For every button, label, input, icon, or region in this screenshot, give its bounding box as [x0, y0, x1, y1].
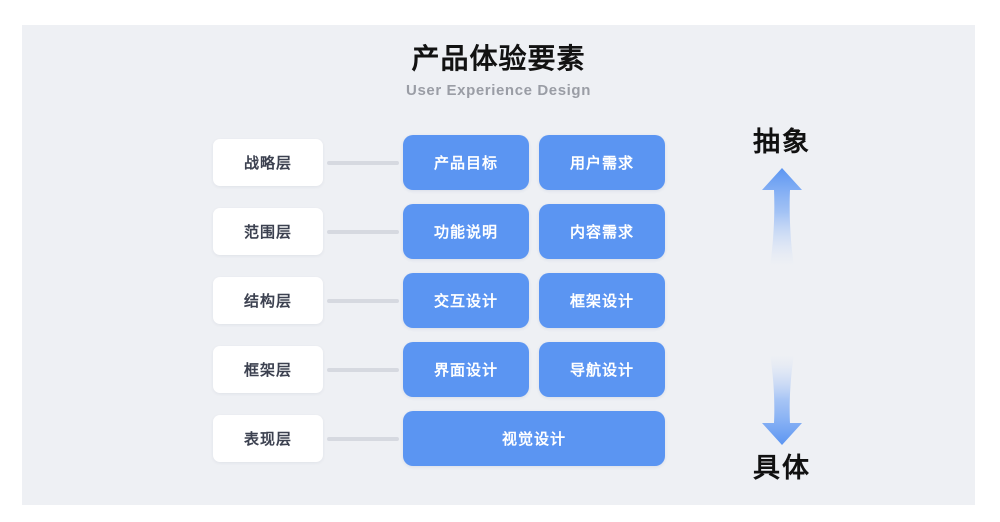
layer-cards: 产品目标 用户需求 [403, 135, 665, 190]
layer-pill-strategy[interactable]: 战略层 [213, 139, 323, 186]
card-interaction-design[interactable]: 交互设计 [403, 273, 529, 328]
layer-pill-structure[interactable]: 结构层 [213, 277, 323, 324]
layer-pill-skeleton[interactable]: 框架层 [213, 346, 323, 393]
connector-line [327, 298, 399, 303]
card-label: 视觉设计 [501, 431, 566, 448]
card-label: 用户需求 [569, 155, 634, 172]
connector-line [327, 160, 399, 165]
card-content-requirements[interactable]: 内容需求 [539, 204, 665, 259]
axis-label-abstract: 抽象 [753, 127, 811, 157]
page-title: 产品体验要素 [411, 43, 586, 74]
card-label: 功能说明 [433, 224, 498, 241]
layer-pill-label: 表现层 [243, 431, 292, 448]
header: 产品体验要素 User Experience Design [22, 41, 975, 101]
card-label: 界面设计 [433, 362, 498, 379]
card-user-needs[interactable]: 用户需求 [539, 135, 665, 190]
card-label: 导航设计 [569, 362, 634, 379]
arrow-up-gradient-icon [754, 166, 810, 266]
axis-label-concrete: 具体 [753, 453, 811, 483]
card-interface-design[interactable]: 界面设计 [403, 342, 529, 397]
layer-row: 框架层 界面设计 导航设计 [213, 342, 665, 397]
card-information-architecture[interactable]: 框架设计 [539, 273, 665, 328]
layer-cards: 视觉设计 [403, 411, 665, 466]
layer-cards: 界面设计 导航设计 [403, 342, 665, 397]
slide-canvas: 产品体验要素 User Experience Design 战略层 产品目标 用… [22, 25, 975, 505]
card-label: 框架设计 [569, 293, 634, 310]
layer-pill-scope[interactable]: 范围层 [213, 208, 323, 255]
connector-line [327, 436, 399, 441]
layer-pill-surface[interactable]: 表现层 [213, 415, 323, 462]
card-label: 产品目标 [433, 155, 498, 172]
page-subtitle: User Experience Design [406, 82, 591, 99]
layers-list: 战略层 产品目标 用户需求 范围层 功能说明 [213, 135, 665, 466]
card-label: 交互设计 [433, 293, 498, 310]
layer-cards: 功能说明 内容需求 [403, 204, 665, 259]
layer-row: 结构层 交互设计 框架设计 [213, 273, 665, 328]
card-product-goal[interactable]: 产品目标 [403, 135, 529, 190]
connector-line [327, 229, 399, 234]
layer-pill-label: 结构层 [243, 293, 292, 310]
abstraction-axis: 抽象 [694, 125, 870, 485]
connector-line [327, 367, 399, 372]
layer-row: 范围层 功能说明 内容需求 [213, 204, 665, 259]
card-visual-design[interactable]: 视觉设计 [403, 411, 665, 466]
arrow-down-gradient-icon [754, 355, 810, 447]
layer-pill-label: 范围层 [243, 224, 292, 241]
layer-row: 战略层 产品目标 用户需求 [213, 135, 665, 190]
card-navigation-design[interactable]: 导航设计 [539, 342, 665, 397]
layer-cards: 交互设计 框架设计 [403, 273, 665, 328]
layer-pill-label: 战略层 [243, 155, 292, 172]
layer-pill-label: 框架层 [243, 362, 292, 379]
card-label: 内容需求 [569, 224, 634, 241]
layer-row: 表现层 视觉设计 [213, 411, 665, 466]
card-functional-spec[interactable]: 功能说明 [403, 204, 529, 259]
